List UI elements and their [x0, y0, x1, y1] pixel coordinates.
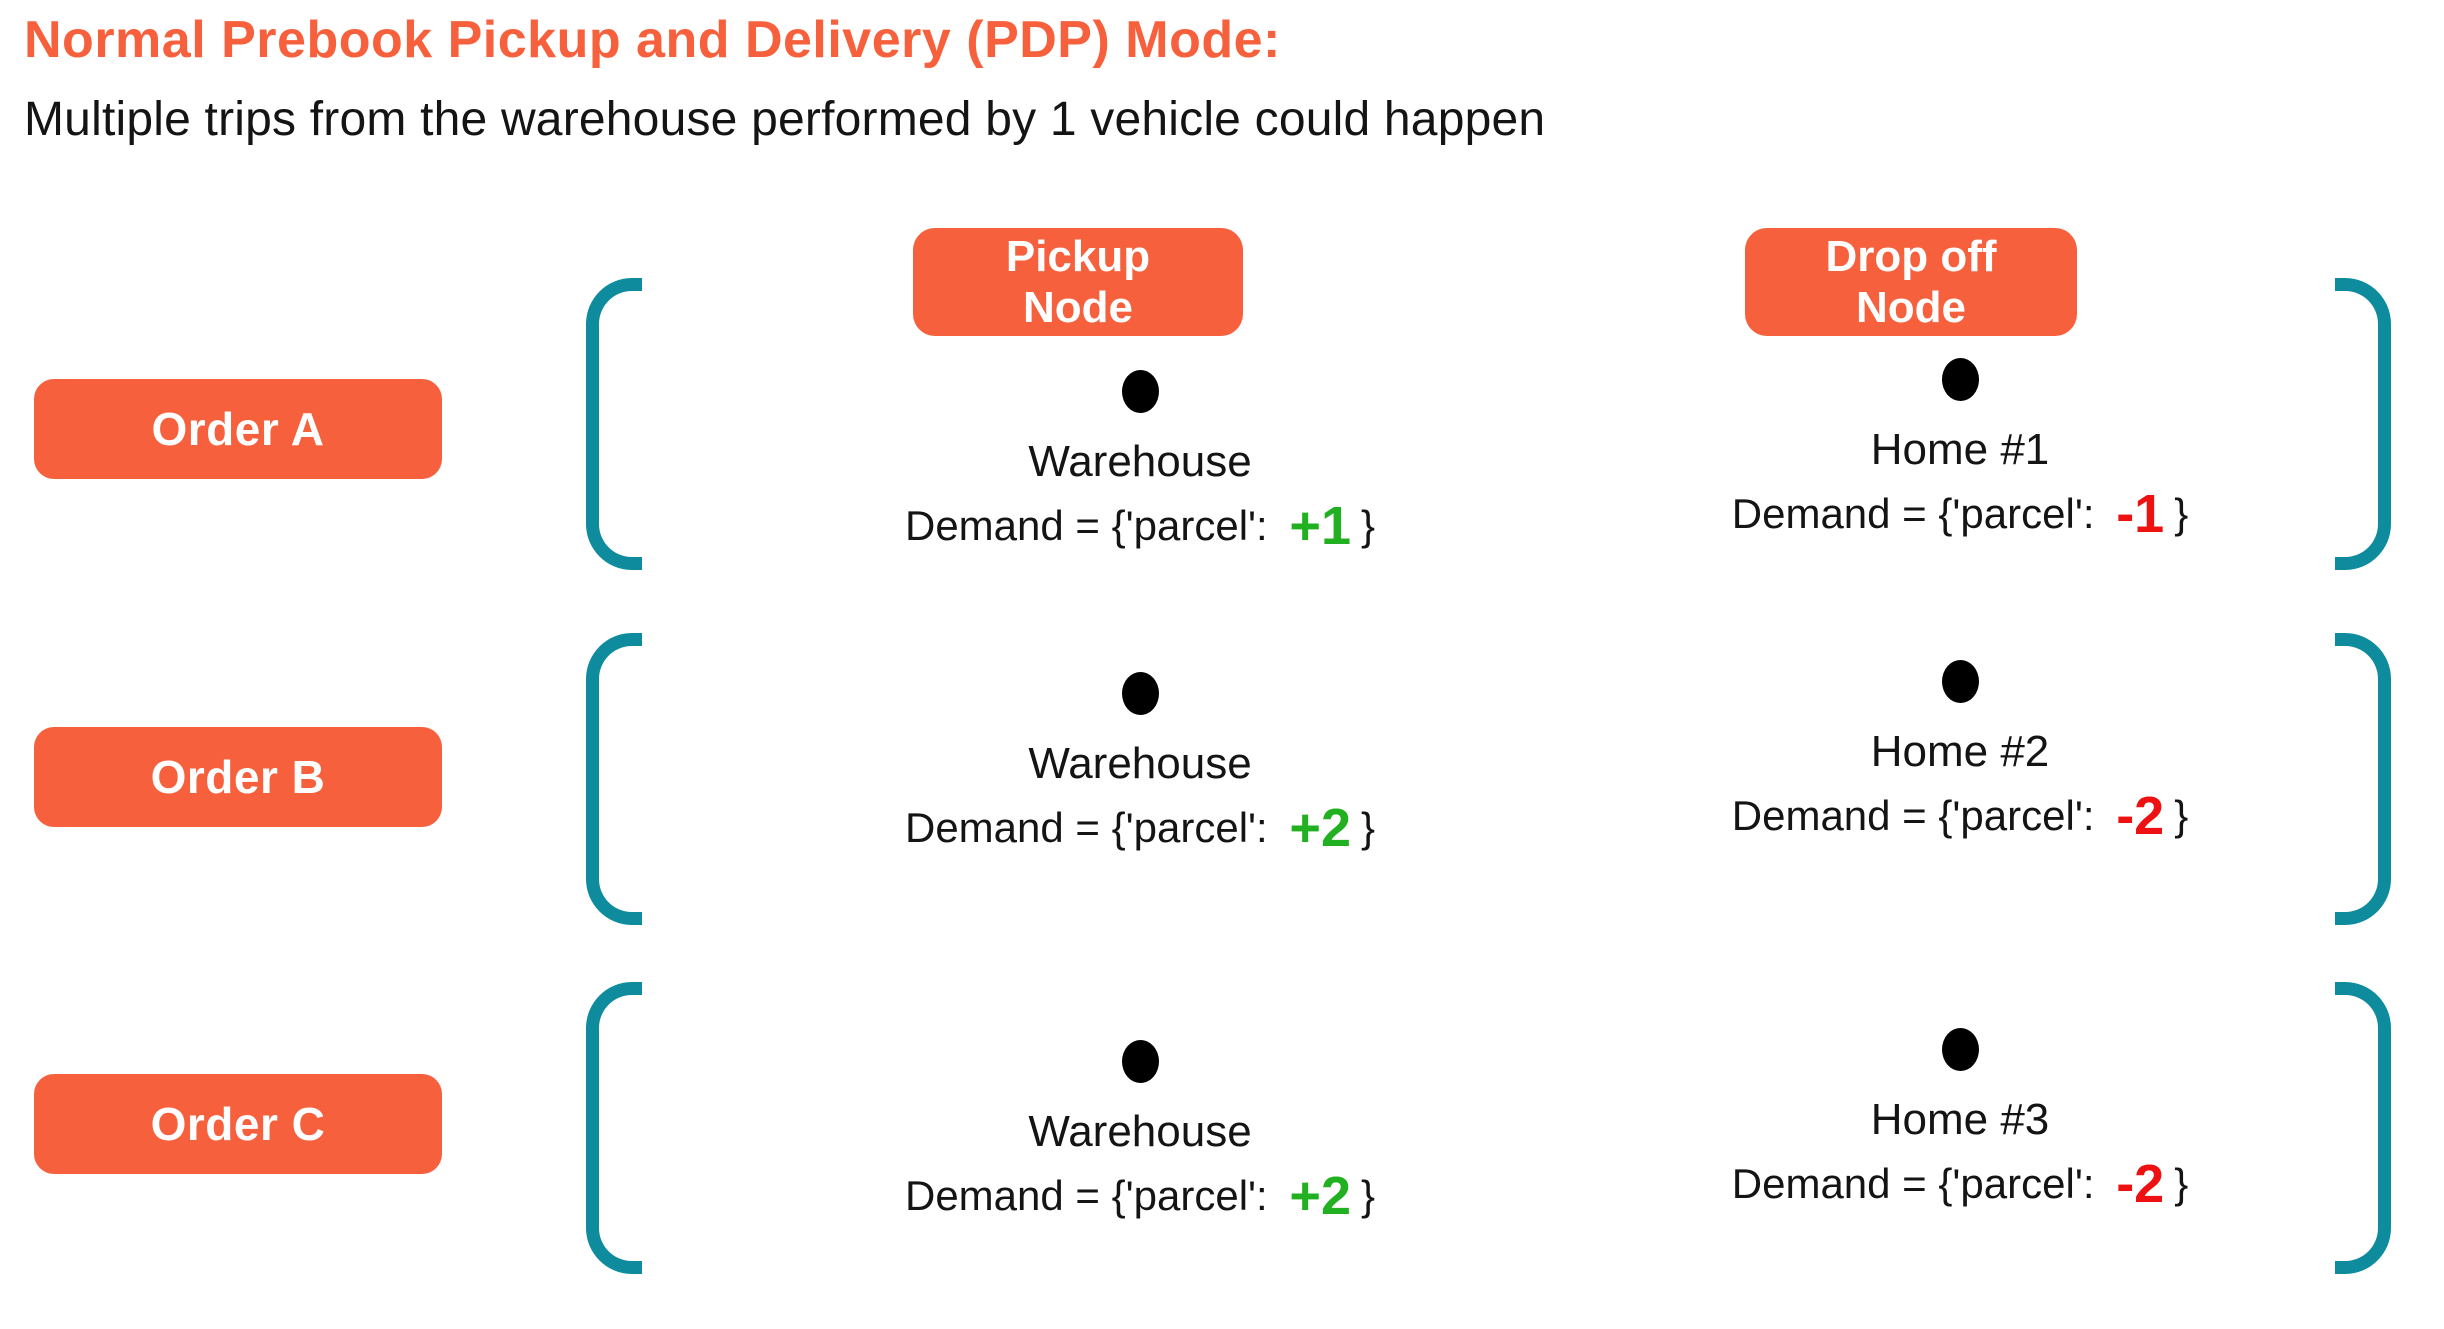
demand-value: -2 — [2116, 1154, 2165, 1214]
order-b-dropoff-cell: Home #2 Demand = {'parcel': -2} — [1650, 660, 2270, 847]
demand-value: +2 — [1289, 1166, 1351, 1226]
demand-suffix: } — [2174, 792, 2189, 839]
order-c-dropoff-cell: Home #3 Demand = {'parcel': -2} — [1650, 1028, 2270, 1215]
order-a-pickup-cell: Warehouse Demand = {'parcel': +1} — [830, 370, 1450, 557]
node-name: Warehouse — [1028, 1107, 1252, 1156]
node-name: Home #3 — [1870, 1095, 2050, 1144]
demand-prefix: Demand = {'parcel': — [904, 502, 1280, 549]
node-dot — [1941, 1028, 1979, 1071]
pickup-node-header: Pickup Node — [913, 228, 1243, 336]
demand-prefix: Demand = {'parcel': — [1731, 490, 2107, 537]
dropoff-node-header: Drop off Node — [1745, 228, 2077, 336]
right-bracket-order-b — [2335, 633, 2391, 925]
left-bracket-order-b — [586, 633, 642, 925]
demand-line: Demand = {'parcel': -2} — [1732, 785, 2188, 847]
order-b-label: Order B — [34, 727, 442, 827]
demand-line: Demand = {'parcel': +2} — [905, 1165, 1375, 1227]
demand-line: Demand = {'parcel': -1} — [1732, 483, 2188, 545]
demand-value: -2 — [2116, 786, 2165, 846]
demand-suffix: } — [1360, 502, 1376, 549]
page-title: Normal Prebook Pickup and Delivery (PDP)… — [24, 11, 1281, 69]
demand-line: Demand = {'parcel': -2} — [1732, 1153, 2188, 1215]
node-name: Home #2 — [1870, 727, 2050, 776]
node-name: Warehouse — [1028, 739, 1252, 788]
order-b-pickup-cell: Warehouse Demand = {'parcel': +2} — [830, 672, 1450, 859]
node-name: Home #1 — [1870, 425, 2050, 474]
demand-value: +2 — [1289, 798, 1351, 858]
demand-line: Demand = {'parcel': +2} — [905, 797, 1375, 859]
dropoff-node-header-line2: Node — [1856, 283, 1966, 332]
demand-suffix: } — [1360, 804, 1376, 851]
node-dot — [1121, 1040, 1159, 1083]
right-bracket-order-c — [2335, 982, 2391, 1274]
demand-prefix: Demand = {'parcel': — [1731, 1160, 2107, 1207]
demand-value: +1 — [1289, 496, 1351, 556]
node-dot — [1121, 672, 1159, 715]
pickup-node-header-line1: Pickup — [1005, 231, 1151, 281]
demand-prefix: Demand = {'parcel': — [904, 1172, 1280, 1219]
node-dot — [1941, 660, 1979, 703]
demand-prefix: Demand = {'parcel': — [904, 804, 1280, 851]
demand-value: -1 — [2116, 484, 2165, 544]
pickup-node-header-line2: Node — [1023, 283, 1133, 332]
demand-suffix: } — [1360, 1172, 1376, 1219]
order-c-pickup-cell: Warehouse Demand = {'parcel': +2} — [830, 1040, 1450, 1227]
order-a-label: Order A — [34, 379, 442, 479]
order-a-dropoff-cell: Home #1 Demand = {'parcel': -1} — [1650, 358, 2270, 545]
right-bracket-order-a — [2335, 278, 2391, 570]
node-dot — [1121, 370, 1159, 413]
page-subtitle: Multiple trips from the warehouse perfor… — [24, 93, 1546, 146]
demand-suffix: } — [2174, 490, 2189, 537]
dropoff-node-header-line1: Drop off — [1825, 231, 1997, 281]
left-bracket-order-c — [586, 982, 642, 1274]
left-bracket-order-a — [586, 278, 642, 570]
demand-prefix: Demand = {'parcel': — [1731, 792, 2107, 839]
node-name: Warehouse — [1028, 437, 1252, 486]
demand-line: Demand = {'parcel': +1} — [905, 495, 1375, 557]
demand-suffix: } — [2174, 1160, 2189, 1207]
node-dot — [1941, 358, 1979, 401]
order-c-label: Order C — [34, 1074, 442, 1174]
